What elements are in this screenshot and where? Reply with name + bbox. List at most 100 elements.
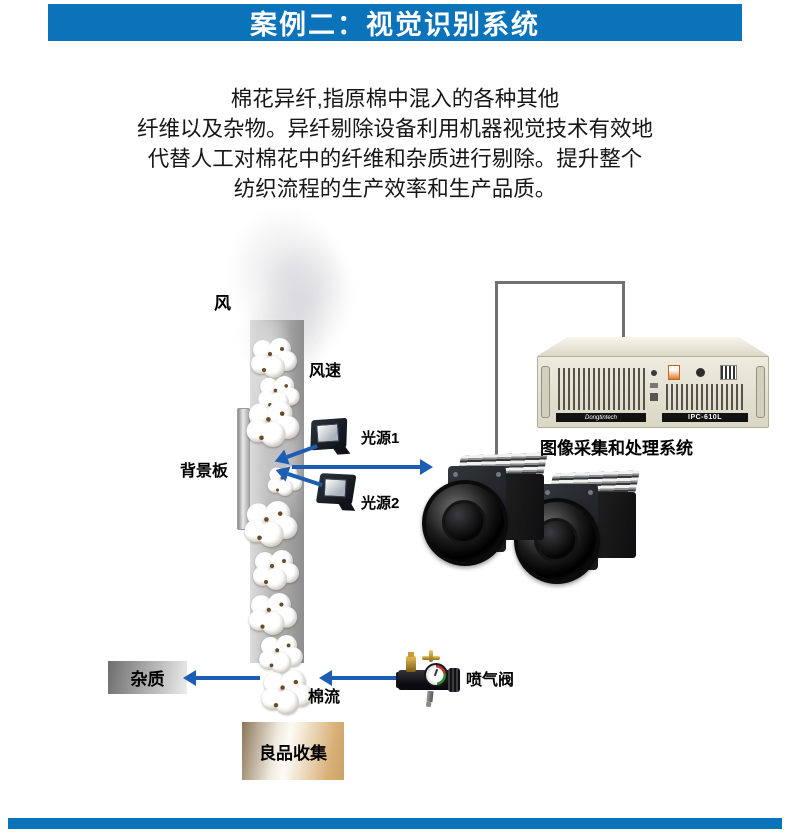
arrow-valve-to-cotton: [332, 676, 396, 680]
valve-pressure-gauge: [424, 663, 448, 687]
air-jet-valve-icon: [396, 650, 464, 708]
intro-line-1: 棉花异纤,指原棉中混入的各种其他: [230, 87, 560, 111]
floodlight-bracket: [332, 447, 351, 455]
good-product-label: 良品收集: [259, 743, 327, 763]
industrial-camera-left: [422, 452, 548, 568]
cotton-speck: [293, 679, 298, 685]
cotton-cluster: [261, 670, 313, 714]
impurity-box: 杂质: [108, 661, 187, 694]
page-title: 案例二：视觉识别系统: [250, 10, 540, 40]
cotton-speck: [266, 607, 271, 612]
floodlight-panel: [316, 423, 340, 443]
cotton-speck: [262, 368, 266, 372]
screw-icon: [588, 490, 593, 495]
cotton-speck: [269, 663, 274, 668]
ipc-handle-left: [541, 366, 550, 418]
valve-brass-fitting: [406, 652, 416, 672]
cotton-boll: [276, 479, 294, 496]
cotton-speck: [282, 559, 286, 563]
cotton-cluster: [246, 401, 300, 447]
cotton-speck: [268, 352, 272, 356]
light-source-2-icon: [315, 473, 359, 511]
intro-line-4: 纺织流程的生产效率和生产品质。: [233, 177, 557, 201]
air-valve-label: 喷气阀: [466, 672, 515, 689]
cotton-speck: [276, 488, 279, 492]
cotton-speck: [266, 417, 271, 422]
valve-handle: [429, 650, 433, 662]
ipc-logo-sticker: [668, 365, 680, 380]
cotton-cluster: [259, 635, 303, 673]
valve-right-knob: [448, 668, 460, 692]
cotton-speck: [275, 648, 280, 653]
industrial-camera-right: [514, 470, 640, 586]
ipc-vent-grille-right: [666, 384, 746, 410]
light-source-1-icon: [310, 417, 352, 457]
cotton-cluster: [244, 501, 298, 547]
intro-line-3: 代替人工对棉花中的纤维和杂质进行剔除。提升整个: [147, 147, 643, 171]
cotton-boll: [270, 652, 292, 673]
floodlight-panel: [323, 478, 347, 498]
camera-lens: [422, 480, 508, 566]
intro-paragraph: 棉花异纤,指原棉中混入的各种其他 纤维以及杂物。异纤剔除设备利用机器视觉技术有效…: [0, 84, 790, 204]
cotton-boll: [261, 611, 285, 635]
background-board-label: 背景板: [180, 463, 229, 480]
cotton-speck: [277, 511, 283, 516]
cotton-speck: [264, 517, 269, 522]
cotton-speck: [270, 564, 274, 568]
ipc-vent-grille-left: [558, 368, 646, 410]
ipc-top-face: [537, 337, 769, 356]
ipc-brand-text: Dongtintech: [584, 414, 618, 421]
cotton-cluster: [248, 593, 298, 635]
header-banner: 案例二：视觉识别系统: [48, 4, 742, 41]
cotton-boll: [263, 356, 285, 378]
cotton-boll: [258, 521, 284, 547]
cotton-boll: [274, 689, 300, 714]
intro-line-2: 纤维以及杂物。异纤剔除设备利用机器视觉技术有效地: [136, 117, 653, 141]
ipc-caption: 图像采集和处理系统: [540, 439, 693, 458]
cotton-cluster: [253, 550, 299, 590]
valve-nozzle: [426, 690, 434, 703]
cotton-speck: [279, 602, 284, 607]
cotton-speck: [273, 388, 278, 393]
arrow-tube-to-camera: [292, 465, 420, 469]
connector-line-horizontal: [495, 281, 625, 284]
ipc-led-indicator: [650, 383, 658, 388]
cotton-speck: [257, 535, 262, 541]
impurity-label: 杂质: [130, 670, 165, 689]
screw-icon: [453, 472, 458, 477]
connector-line-vertical: [495, 281, 498, 457]
cotton-boll: [260, 421, 286, 447]
cotton-speck: [286, 643, 291, 648]
background-board: [237, 408, 250, 530]
cotton-cluster: [251, 338, 297, 378]
light1-label: 光源1: [361, 430, 400, 447]
good-product-box: 良品收集: [242, 722, 344, 780]
industrial-pc: Dongtintech IPC-610L: [537, 337, 769, 432]
cotton-flow-label: 棉流: [308, 689, 341, 706]
ipc-qr-sticker: [720, 365, 737, 380]
arrow-cotton-to-impurity: [196, 676, 260, 680]
ipc-power-button: [651, 370, 657, 376]
screw-icon: [545, 490, 550, 495]
cotton-speck: [280, 685, 285, 690]
cotton-speck: [264, 580, 268, 584]
ipc-front-panel: Dongtintech IPC-610L: [537, 356, 769, 428]
cotton-boll: [265, 568, 287, 590]
ipc-handle-right: [756, 366, 765, 418]
ipc-model-text: IPC-610L: [688, 414, 722, 421]
ipc-brand-strip: Dongtintech: [556, 413, 646, 422]
wind-label: 风: [214, 294, 231, 313]
ipc-model-strip: IPC-610L: [662, 413, 748, 422]
cotton-speck: [279, 411, 285, 416]
footer-bar: [8, 818, 782, 829]
floodlight-bracket: [338, 503, 356, 511]
cotton-speck: [273, 703, 279, 708]
cotton-speck: [284, 384, 288, 388]
cotton-speck: [260, 624, 265, 629]
connector-line-to-ipc: [622, 281, 625, 341]
screw-icon: [496, 472, 501, 477]
cotton-speck: [280, 347, 284, 351]
camera-lens: [514, 498, 600, 584]
ipc-keylock: [650, 393, 658, 401]
